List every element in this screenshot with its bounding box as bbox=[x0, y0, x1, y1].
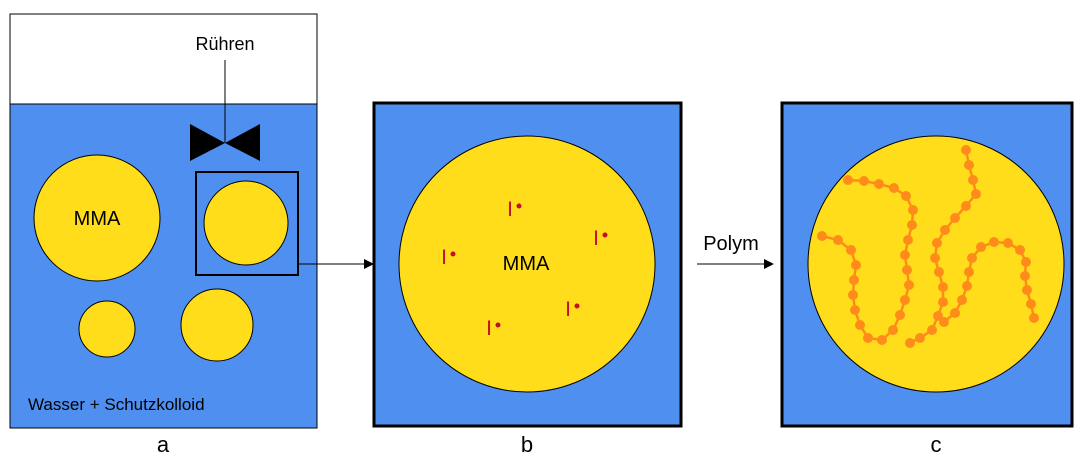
monomer-unit bbox=[874, 179, 884, 189]
zoom-selection-box bbox=[195, 171, 299, 276]
monomer-unit bbox=[964, 267, 974, 277]
monomer-unit bbox=[900, 295, 910, 305]
monomer-unit bbox=[900, 250, 910, 260]
monomer-unit bbox=[846, 245, 856, 255]
monomer-unit bbox=[843, 175, 853, 185]
monomer-unit bbox=[850, 305, 860, 315]
droplet-label-mma: MMA bbox=[74, 208, 121, 230]
polymer-chains bbox=[817, 145, 1039, 348]
arrow-label: Polym bbox=[703, 233, 759, 255]
monomer-unit bbox=[938, 282, 948, 292]
monomer-unit bbox=[940, 225, 950, 235]
monomer-unit bbox=[889, 183, 899, 193]
initiator-radical: I bbox=[507, 198, 522, 221]
monomer-droplet-large bbox=[33, 154, 161, 282]
monomer-unit bbox=[848, 290, 858, 300]
monomer-unit bbox=[888, 325, 898, 335]
monomer-unit bbox=[927, 325, 937, 335]
monomer-unit bbox=[1029, 313, 1039, 323]
monomer-unit bbox=[855, 320, 865, 330]
monomer-unit bbox=[939, 317, 949, 327]
monomer-droplet-medium bbox=[203, 180, 289, 266]
monomer-unit bbox=[934, 267, 944, 277]
monomer-droplet-small bbox=[78, 300, 136, 358]
radical-dot-icon bbox=[574, 303, 580, 309]
initiator-symbol: I bbox=[441, 246, 447, 269]
initiator-symbol: I bbox=[507, 198, 513, 221]
monomer-unit bbox=[950, 308, 960, 318]
monomer-unit bbox=[902, 265, 912, 275]
monomer-unit bbox=[905, 338, 915, 348]
initiator-radical: I bbox=[565, 298, 580, 321]
monomer-unit bbox=[1022, 285, 1032, 295]
radical-dot-icon bbox=[450, 251, 456, 257]
caption-c: c bbox=[931, 432, 942, 455]
polymer-chain bbox=[939, 237, 1039, 327]
monomer-unit bbox=[908, 205, 918, 215]
monomer-unit bbox=[957, 295, 967, 305]
monomer-unit bbox=[971, 189, 981, 199]
monomer-unit bbox=[964, 160, 974, 170]
monomer-unit bbox=[904, 280, 914, 290]
caption-a: a bbox=[157, 432, 170, 455]
droplet-label-mma-zoomed: MMA bbox=[503, 253, 550, 275]
initiator-radical: I bbox=[593, 227, 608, 250]
monomer-unit bbox=[863, 333, 873, 343]
monomer-unit bbox=[903, 235, 913, 245]
chain-backbone bbox=[909, 149, 978, 345]
monomer-unit bbox=[895, 310, 905, 320]
panel-c: c bbox=[780, 101, 1074, 455]
monomer-unit bbox=[976, 242, 986, 252]
monomer-unit bbox=[877, 335, 887, 345]
monomer-unit bbox=[851, 260, 861, 270]
monomer-unit bbox=[967, 253, 977, 263]
monomer-unit bbox=[915, 333, 925, 343]
monomer-unit bbox=[989, 237, 999, 247]
monomer-unit bbox=[968, 175, 978, 185]
monomer-unit bbox=[817, 231, 827, 241]
monomer-unit bbox=[961, 201, 971, 211]
monomer-unit bbox=[1026, 299, 1036, 309]
monomer-unit bbox=[833, 235, 843, 245]
monomer-unit bbox=[907, 220, 917, 230]
initiator-radical: I bbox=[441, 246, 456, 269]
monomer-unit bbox=[961, 145, 971, 155]
panel-a: Rühren MMA Wasser + Schutzkolloid a bbox=[9, 13, 318, 455]
monomer-unit bbox=[859, 176, 869, 186]
initiator-symbol: I bbox=[486, 317, 492, 340]
monomer-unit bbox=[962, 281, 972, 291]
monomer-unit bbox=[849, 275, 859, 285]
stir-label: Rühren bbox=[195, 34, 254, 54]
initiator-symbol: I bbox=[565, 298, 571, 321]
radical-dot-icon bbox=[495, 322, 501, 328]
monomer-unit bbox=[1021, 257, 1031, 267]
monomer-unit bbox=[950, 213, 960, 223]
monomer-unit bbox=[938, 297, 948, 307]
monomer-unit bbox=[930, 253, 940, 263]
radical-dot-icon bbox=[602, 232, 608, 238]
monomer-unit bbox=[1015, 245, 1025, 255]
initiator-radical: I bbox=[486, 317, 501, 340]
initiator-symbol: I bbox=[593, 227, 599, 250]
polymer-chain bbox=[905, 145, 981, 348]
monomer-droplet-zoomed bbox=[398, 135, 656, 393]
polymer-chain bbox=[817, 175, 918, 345]
monomer-droplet-small bbox=[180, 288, 254, 362]
monomer-unit bbox=[1003, 238, 1013, 248]
caption-b: b bbox=[521, 432, 533, 455]
initiator-radicals: I I I I I bbox=[441, 198, 608, 340]
radical-dot-icon bbox=[516, 203, 522, 209]
monomer-unit bbox=[901, 191, 911, 201]
stirrer-blade-icon bbox=[190, 124, 260, 161]
panel-b: MMA I I I I I b bbox=[372, 101, 683, 455]
medium-label: Wasser + Schutzkolloid bbox=[28, 395, 205, 414]
monomer-unit bbox=[1020, 271, 1030, 281]
monomer-unit bbox=[932, 238, 942, 248]
